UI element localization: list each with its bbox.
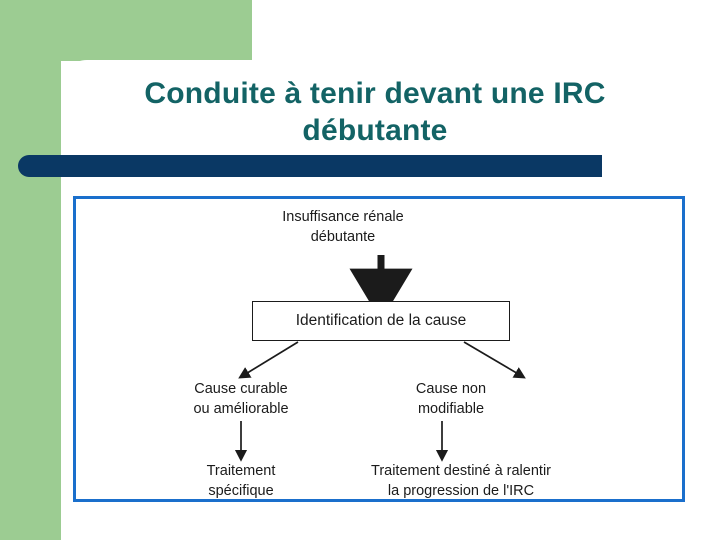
page-title-line1: Conduite à tenir devant une IRC — [144, 77, 606, 110]
page-title: Conduite à tenir devant une IRC débutant… — [70, 76, 680, 149]
diagram-frame: Insuffisance rénale débutante Identifica… — [73, 196, 685, 502]
node-cause-curable: Cause curable ou améliorable — [193, 381, 289, 417]
green-sidebar-strip — [0, 61, 61, 540]
node-identification-de-la-cause: Identification de la cause — [252, 301, 510, 341]
diagram-canvas: Insuffisance rénale débutante Identifica… — [76, 199, 682, 499]
arrow-decision-to-left-branch — [238, 341, 299, 379]
node-traitement-specifique: Traitement spécifique — [206, 463, 276, 499]
green-decoration-block — [0, 0, 252, 61]
node-traitement-ralentir-progression: Traitement destiné à ralentir la progres… — [371, 463, 551, 499]
node-insuffisance-renale-debutante: Insuffisance rénale débutante — [282, 209, 404, 245]
title-underline-bar — [18, 155, 602, 177]
title-card — [61, 60, 720, 170]
node-cause-non-modifiable: Cause non modifiable — [415, 381, 487, 417]
page-title-line2: débutante — [302, 113, 448, 147]
arrow-decision-to-right-branch — [463, 341, 526, 379]
